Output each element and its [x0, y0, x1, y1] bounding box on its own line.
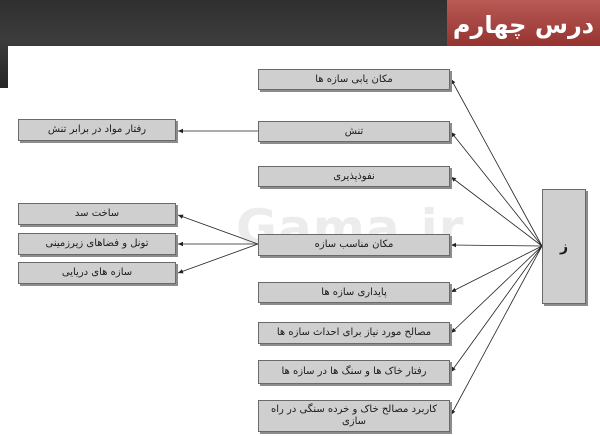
arrow-site-to-marine	[177, 243, 259, 274]
arrow-to-road	[450, 245, 543, 416]
node-suitable-site: مکان مناسب سازه	[258, 234, 450, 256]
arrow-to-behavior	[450, 245, 543, 373]
arrow-to-stress	[450, 131, 543, 247]
node-road-materials: کاربرد مصالح خاک و خرده سنگی در راه سازی	[258, 400, 450, 432]
arrow-to-locating	[450, 78, 543, 247]
arrow-to-materials	[450, 245, 543, 334]
node-marine: سازه های دریایی	[18, 262, 176, 284]
source-node: ﺯ	[542, 189, 586, 304]
node-stability: پایداری سازه ها	[258, 282, 450, 303]
node-tunnel: تونل و فضاهای زیرزمینی	[18, 233, 176, 255]
node-permeability: نفوذپذیری	[258, 166, 450, 187]
arrow-site-to-dam	[177, 214, 259, 245]
page-title: درس چهارم	[452, 11, 595, 39]
node-soil-rock-behavior: رفتار خاک ها و سنگ ها در سازه ها	[258, 360, 450, 384]
node-locating: مکان یابی سازه ها	[258, 69, 450, 90]
node-materials: مصالح مورد نیاز برای احداث سازه ها	[258, 322, 450, 344]
node-stress: تنش	[258, 121, 450, 142]
node-dam: ساخت سد	[18, 203, 176, 225]
source-label: ﺯ	[559, 238, 569, 255]
arrow-to-stability	[450, 245, 543, 293]
title-banner: درس چهارم	[447, 0, 600, 50]
arrow-to-site	[450, 242, 543, 248]
node-material-behavior: رفتار مواد در برابر تنش	[18, 119, 176, 141]
arrow-to-permeability	[450, 176, 543, 247]
